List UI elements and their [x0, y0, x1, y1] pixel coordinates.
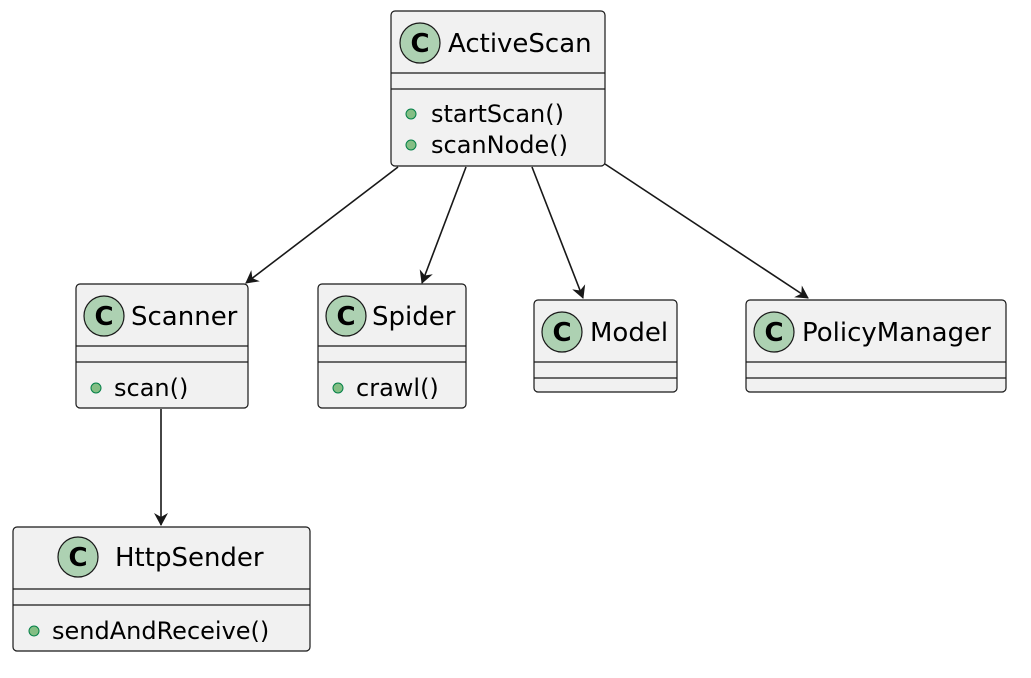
public-method-icon	[405, 139, 417, 151]
stereotype-letter: C	[552, 318, 571, 348]
class-model[interactable]: C Model	[533, 299, 678, 393]
stereotype-letter: C	[410, 29, 429, 59]
class-scanner[interactable]: C Scanner scan()	[75, 283, 249, 409]
method-startscan: startScan()	[431, 100, 564, 128]
class-stereotype-icon	[325, 295, 367, 337]
edge-activescan-model	[531, 166, 586, 299]
public-method-icon	[28, 625, 40, 637]
class-stereotype-icon	[399, 22, 441, 64]
class-stereotype-icon	[83, 295, 125, 337]
method-sendandreceive: sendAndReceive()	[52, 617, 269, 645]
class-spider[interactable]: C Spider crawl()	[317, 283, 467, 409]
public-method-icon	[90, 382, 102, 394]
stereotype-letter: C	[94, 302, 113, 332]
class-httpsender[interactable]: C HttpSender sendAndReceive()	[12, 526, 311, 652]
class-name: HttpSender	[115, 543, 264, 573]
class-policymanager[interactable]: C PolicyManager	[745, 299, 1007, 393]
edge-activescan-policymanager	[604, 163, 809, 299]
method-scan: scan()	[114, 374, 188, 402]
public-method-icon	[405, 108, 417, 120]
class-name: Scanner	[131, 302, 238, 332]
class-stereotype-icon	[753, 311, 795, 353]
class-name: Spider	[372, 302, 456, 332]
relations	[154, 163, 809, 526]
public-method-icon	[332, 382, 344, 394]
method-scannode: scanNode()	[431, 131, 568, 159]
method-crawl: crawl()	[356, 374, 439, 402]
class-stereotype-icon	[541, 311, 583, 353]
edge-activescan-scanner	[245, 166, 399, 284]
edge-activescan-spider	[419, 166, 467, 284]
stereotype-letter: C	[336, 302, 355, 332]
stereotype-letter: C	[764, 318, 783, 348]
class-activescan[interactable]: C ActiveScan startScan() scanNode()	[390, 10, 606, 167]
class-name: Model	[590, 318, 668, 348]
class-stereotype-icon	[57, 536, 99, 578]
class-name: ActiveScan	[448, 29, 592, 59]
stereotype-letter: C	[68, 543, 87, 573]
class-name: PolicyManager	[802, 318, 991, 348]
